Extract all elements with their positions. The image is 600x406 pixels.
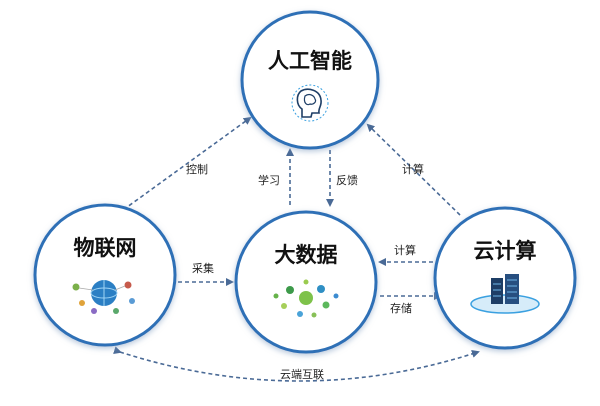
node-iot: 物联网	[33, 203, 177, 347]
edge-label-learn: 学习	[258, 173, 280, 187]
brain-head-icon	[291, 84, 329, 122]
edge-label-control: 控制	[186, 162, 208, 176]
cloud-server-icon	[470, 274, 540, 314]
edge-cloud-iot	[113, 346, 480, 382]
edge-label-compute-data: 计算	[394, 243, 416, 257]
node-bigdata-title: 大数据	[275, 243, 338, 267]
node-cloud-title: 云计算	[474, 239, 537, 263]
edge-label-store: 存储	[390, 301, 412, 315]
node-ai: 人工智能	[240, 10, 380, 150]
node-iot-title: 物联网	[74, 236, 137, 260]
node-cloud: 云计算	[433, 206, 577, 350]
edge-compute-ai	[366, 123, 461, 216]
edge-control	[111, 116, 252, 219]
node-bigdata: 大数据	[234, 210, 378, 354]
edge-label-feedback: 反馈	[336, 174, 358, 187]
edge-label-collect: 采集	[192, 261, 214, 275]
node-ai-title: 人工智能	[268, 49, 352, 73]
connected-devices-icon	[72, 280, 135, 314]
edge-label-cloud-iot: 云端互联	[280, 368, 324, 381]
data-cluster-icon	[273, 279, 339, 318]
edge-label-compute-ai: 计算	[402, 162, 424, 176]
